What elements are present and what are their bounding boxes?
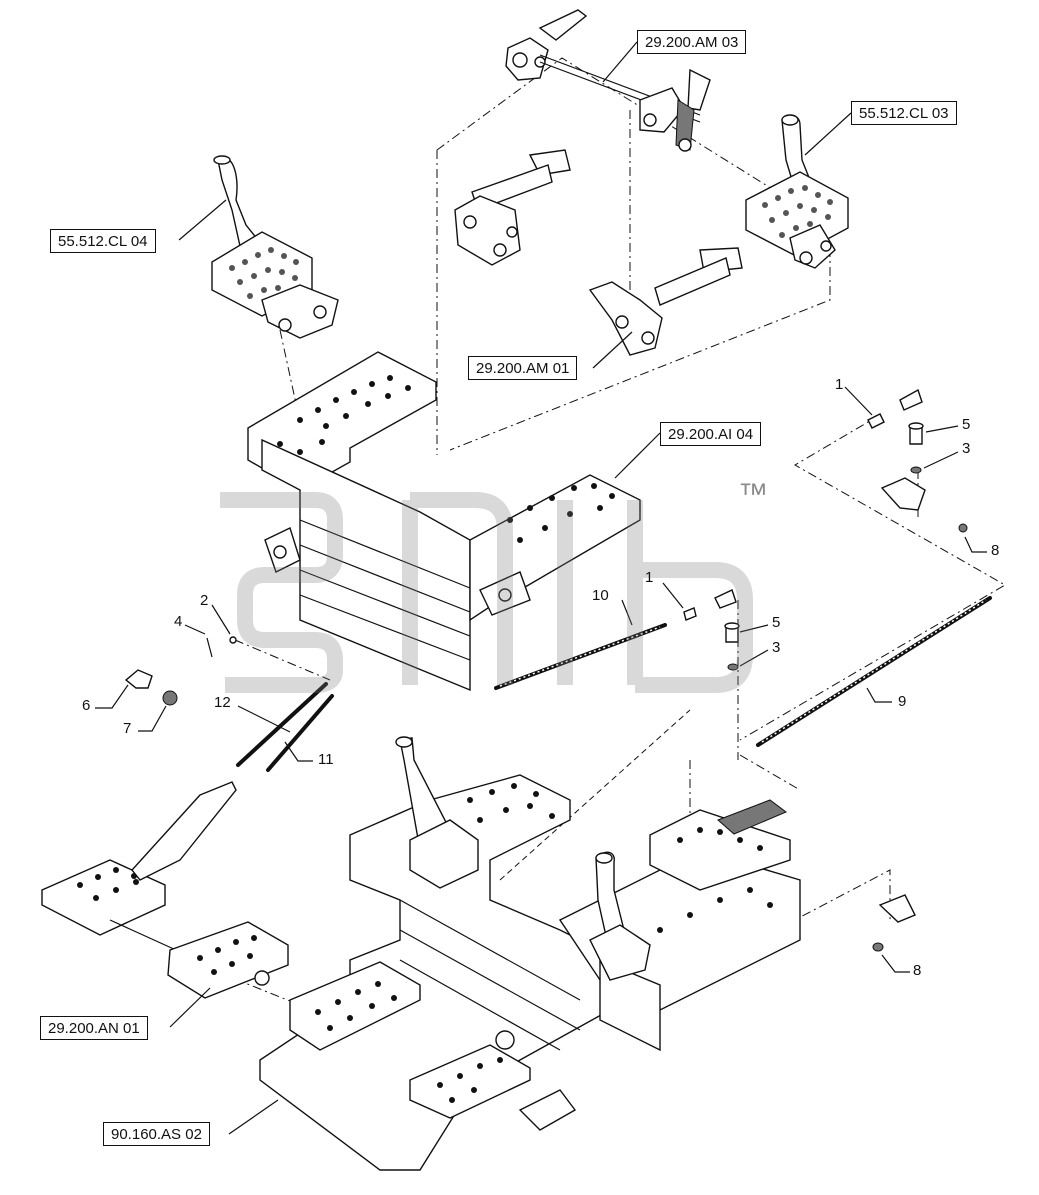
callout-2: 2 bbox=[200, 592, 209, 609]
trademark-symbol: ™ bbox=[738, 478, 768, 511]
callout-8-upper: 8 bbox=[991, 542, 1000, 559]
callout-leader-lines bbox=[95, 386, 987, 973]
left-control-valve-assembly bbox=[211, 155, 339, 339]
upper-console-frame bbox=[247, 351, 641, 692]
reference-leader-lines bbox=[169, 41, 852, 1135]
ref-label-29200ai04[interactable]: 29.200.AI 04 bbox=[660, 422, 762, 446]
callout-12: 12 bbox=[214, 694, 231, 711]
ref-label-55512cl04[interactable]: 55.512.CL 04 bbox=[50, 229, 156, 253]
callout-9: 9 bbox=[898, 693, 907, 710]
callout-3-lower: 3 bbox=[772, 639, 781, 656]
callout-1-lower: 1 bbox=[645, 569, 654, 586]
callout-5-upper: 5 bbox=[962, 416, 971, 433]
right-control-valve-assembly bbox=[745, 114, 849, 269]
callout-1-upper: 1 bbox=[835, 376, 844, 393]
lower-left-pedal-assembly bbox=[41, 781, 289, 999]
callout-6: 6 bbox=[82, 697, 91, 714]
callout-7: 7 bbox=[123, 720, 132, 737]
lower-cab-floor-frame bbox=[259, 736, 801, 1171]
small-hardware bbox=[124, 388, 968, 952]
upper-pedal-linkage bbox=[505, 9, 711, 152]
brake-master-cylinders bbox=[454, 149, 743, 356]
callout-3-upper: 3 bbox=[962, 440, 971, 457]
watermark-logo bbox=[220, 492, 753, 693]
callout-10: 10 bbox=[592, 587, 609, 604]
callout-5-lower: 5 bbox=[772, 614, 781, 631]
ref-label-29200am03[interactable]: 29.200.AM 03 bbox=[637, 30, 747, 54]
ref-label-90160as02[interactable]: 90.160.AS 02 bbox=[103, 1122, 210, 1146]
ref-label-29200am01[interactable]: 29.200.AM 01 bbox=[468, 356, 578, 380]
callout-4: 4 bbox=[174, 613, 183, 630]
linkage-rods bbox=[236, 596, 992, 772]
ref-label-29200an01[interactable]: 29.200.AN 01 bbox=[40, 1016, 148, 1040]
callout-8-lower: 8 bbox=[913, 962, 922, 979]
ref-label-55512cl03[interactable]: 55.512.CL 03 bbox=[851, 101, 957, 125]
callout-11: 11 bbox=[318, 751, 334, 768]
